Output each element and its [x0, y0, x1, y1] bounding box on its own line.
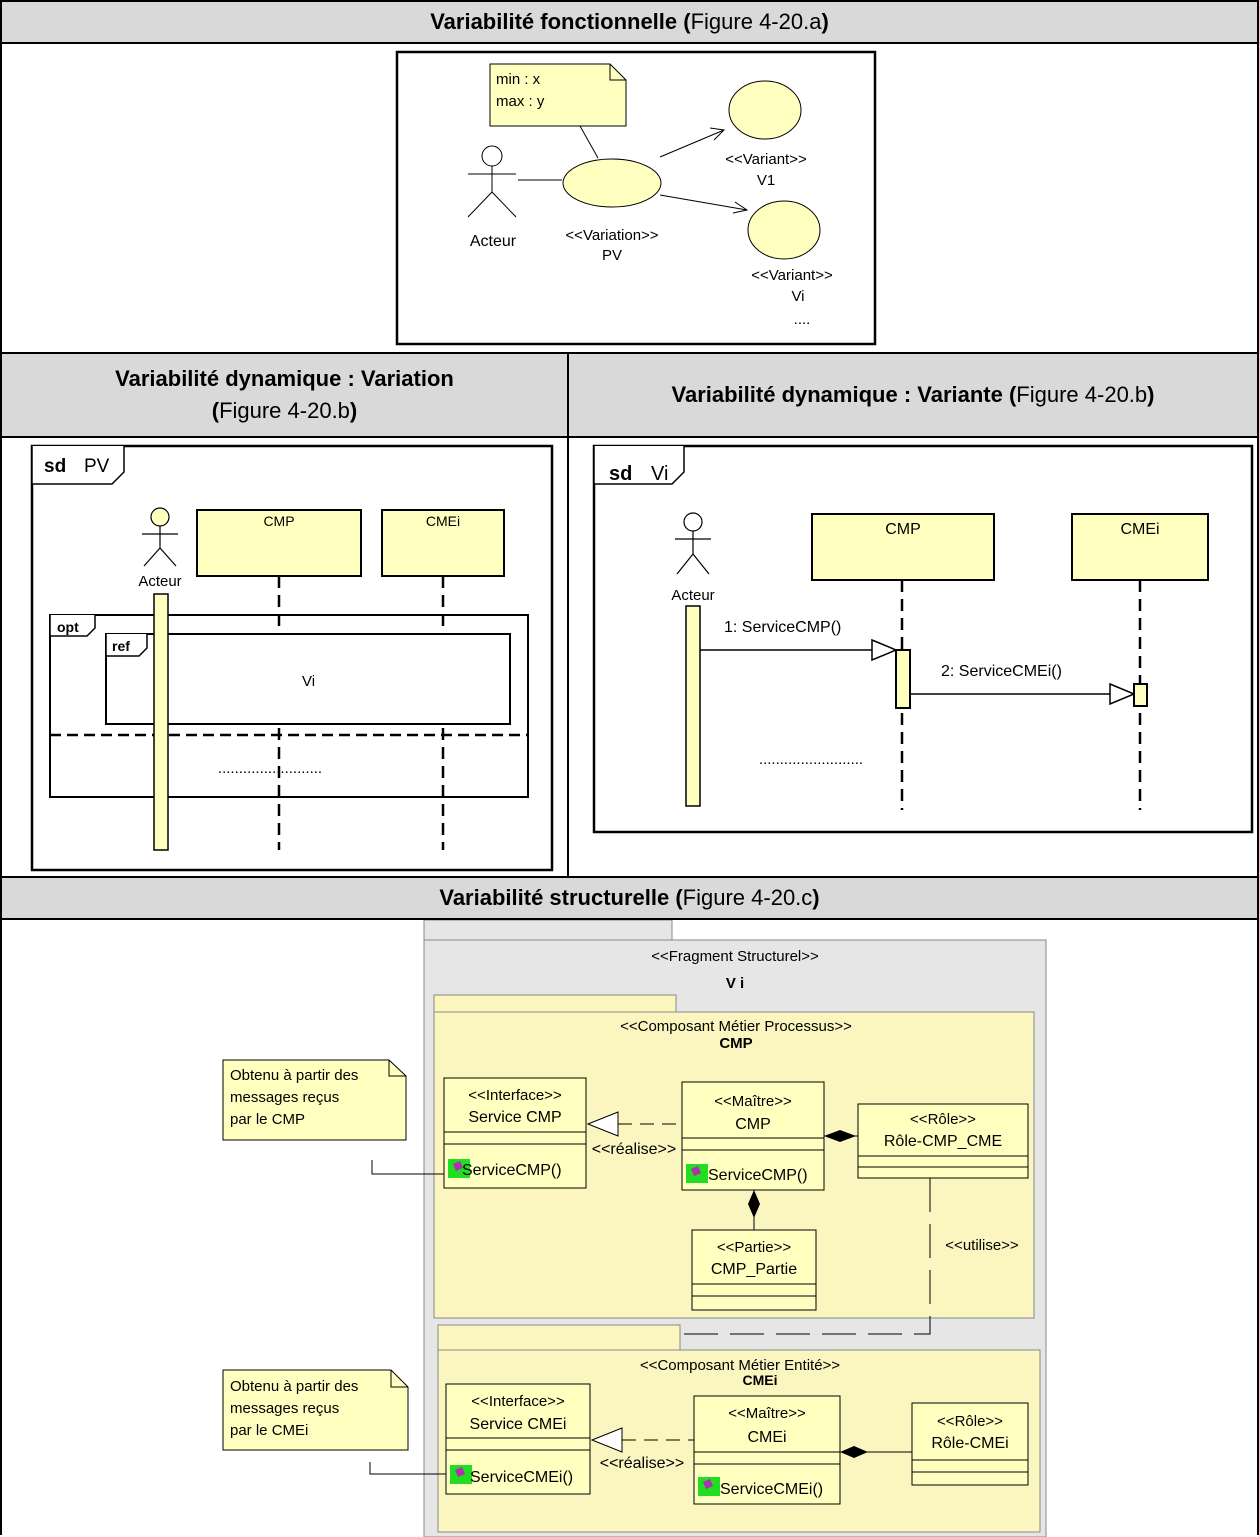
usecase-diagram: min : x max : y Acteur <<Variation>> PV …: [395, 50, 877, 346]
variation-usecase: [562, 158, 662, 208]
master1-operation: ServiceCMP(): [708, 1167, 808, 1184]
opt-keyword: opt: [57, 619, 79, 635]
master1-stereotype: <<Maître>>: [714, 1093, 792, 1110]
note2: [222, 1369, 409, 1451]
cell-usecase: min : x max : y Acteur <<Variation>> PV …: [0, 42, 1259, 354]
cmp-activation: [895, 649, 911, 709]
iface1-stereotype: <<Interface>>: [468, 1087, 562, 1104]
cme-package-name: CMEi: [743, 1372, 778, 1388]
cell-seq-vi: sd Vi Acteur CMP CMEi 1: ServiceCMP() 2:…: [567, 436, 1259, 878]
role1-name: Rôle-CMP_CME: [884, 1133, 1002, 1150]
master2-operation: ServiceCMEi(): [720, 1481, 823, 1498]
sd-name: PV: [84, 456, 110, 477]
master2-name: CMEi: [747, 1429, 786, 1446]
master2-stereotype: <<Maître>>: [728, 1405, 806, 1422]
structure-diagram: <<Fragment Structurel>> V i <<Composant …: [222, 920, 1047, 1537]
ref-keyword: ref: [112, 638, 130, 654]
role-cmp-cme: [857, 1103, 1029, 1179]
cell-seq-pv: sd PV Acteur CMP CMEi opt ref Vi .......…: [0, 436, 569, 878]
lifeline-cmp: [811, 513, 995, 581]
note1-line3: par le CMP: [230, 1111, 305, 1128]
realise2-label: <<réalise>>: [600, 1455, 685, 1472]
varianti-ellipsis: ....: [794, 311, 811, 328]
lifeline-cmei: [1071, 513, 1209, 581]
iface1-name: Service CMP: [468, 1109, 561, 1126]
partie-cmp: [691, 1229, 817, 1311]
role-cmei: [911, 1402, 1029, 1486]
note2-line3: par le CMEi: [230, 1422, 308, 1439]
actor-label: Acteur: [138, 573, 181, 590]
actor-activation: [153, 593, 169, 851]
note-shape: [489, 63, 627, 127]
ref-content: Vi: [302, 673, 315, 690]
variant1-name: V1: [757, 172, 775, 189]
dots: .........................: [759, 751, 863, 768]
actor-icon: [675, 512, 711, 575]
role1-stereotype: <<Rôle>>: [910, 1111, 976, 1128]
note1-line1: Obtenu à partir des: [230, 1067, 358, 1084]
varianti-usecase: [747, 200, 821, 260]
cmp-package-name: CMP: [719, 1035, 752, 1052]
header-fonctionnelle: Variabilité fonctionnelle (Figure 4-20.a…: [0, 0, 1259, 44]
master1-name: CMP: [735, 1116, 771, 1133]
part-stereotype: <<Partie>>: [717, 1239, 791, 1256]
lifeline-cmp-label: CMP: [885, 521, 921, 538]
variant1-usecase: [728, 80, 802, 140]
varianti-stereotype: <<Variant>>: [751, 267, 833, 284]
dots: .........................: [218, 760, 322, 777]
interface-service-cmei: [445, 1383, 591, 1495]
iface2-stereotype: <<Interface>>: [471, 1393, 565, 1410]
iface2-operation: ServiceCMEi(): [470, 1469, 573, 1486]
header-dyn-variation: Variabilité dynamique : Variation(Figure…: [0, 352, 569, 438]
note-min: min : x: [496, 71, 541, 88]
actor-label: Acteur: [671, 587, 714, 604]
seq-vi-diagram: sd Vi Acteur CMP CMEi 1: ServiceCMP() 2:…: [592, 444, 1254, 834]
message-1: 1: ServiceCMP(): [724, 619, 841, 636]
utilise-label: <<utilise>>: [945, 1237, 1019, 1254]
role2-stereotype: <<Rôle>>: [937, 1413, 1003, 1430]
actor-activation: [685, 605, 701, 807]
lifeline-cmp-label: CMP: [263, 513, 294, 529]
fragment-name: V i: [726, 975, 744, 992]
header-dyn-variante: Variabilité dynamique : Variante (Figure…: [567, 352, 1259, 438]
cell-structure: <<Fragment Structurel>> V i <<Composant …: [0, 918, 1259, 1537]
actor-icon: [142, 507, 178, 567]
sd-name: Vi: [651, 463, 668, 485]
lifeline-cmei-label: CMEi: [1120, 521, 1159, 538]
cmp-package-stereotype: <<Composant Métier Processus>>: [620, 1018, 852, 1035]
variant1-stereotype: <<Variant>>: [725, 151, 807, 168]
fragment-stereotype: <<Fragment Structurel>>: [651, 948, 819, 965]
sd-keyword: sd: [44, 456, 66, 477]
varianti-name: Vi: [791, 288, 804, 305]
sd-keyword: sd: [609, 463, 632, 485]
note-max: max : y: [496, 93, 545, 110]
actor-label: Acteur: [470, 233, 517, 250]
variation-stereotype: <<Variation>>: [565, 227, 658, 244]
part-name: CMP_Partie: [711, 1261, 797, 1278]
message-2: 2: ServiceCMEi(): [941, 663, 1062, 680]
note2-line1: Obtenu à partir des: [230, 1378, 358, 1395]
cmei-activation: [1133, 683, 1148, 707]
note1-line2: messages reçus: [230, 1089, 339, 1106]
realise1-label: <<réalise>>: [592, 1141, 677, 1158]
actor-icon: [467, 145, 517, 218]
header-structurelle: Variabilité structurelle (Figure 4-20.c): [0, 876, 1259, 920]
cme-package-stereotype: <<Composant Métier Entité>>: [640, 1357, 840, 1374]
variation-name: PV: [602, 247, 622, 264]
iface1-operation: ServiceCMP(): [462, 1162, 562, 1179]
seq-pv-diagram: sd PV Acteur CMP CMEi opt ref Vi .......…: [30, 444, 554, 872]
note2-line2: messages reçus: [230, 1400, 339, 1417]
iface2-name: Service CMEi: [470, 1416, 567, 1433]
role2-name: Rôle-CMEi: [931, 1435, 1008, 1452]
note1: [222, 1059, 407, 1141]
lifeline-cmei-label: CMEi: [426, 513, 460, 529]
